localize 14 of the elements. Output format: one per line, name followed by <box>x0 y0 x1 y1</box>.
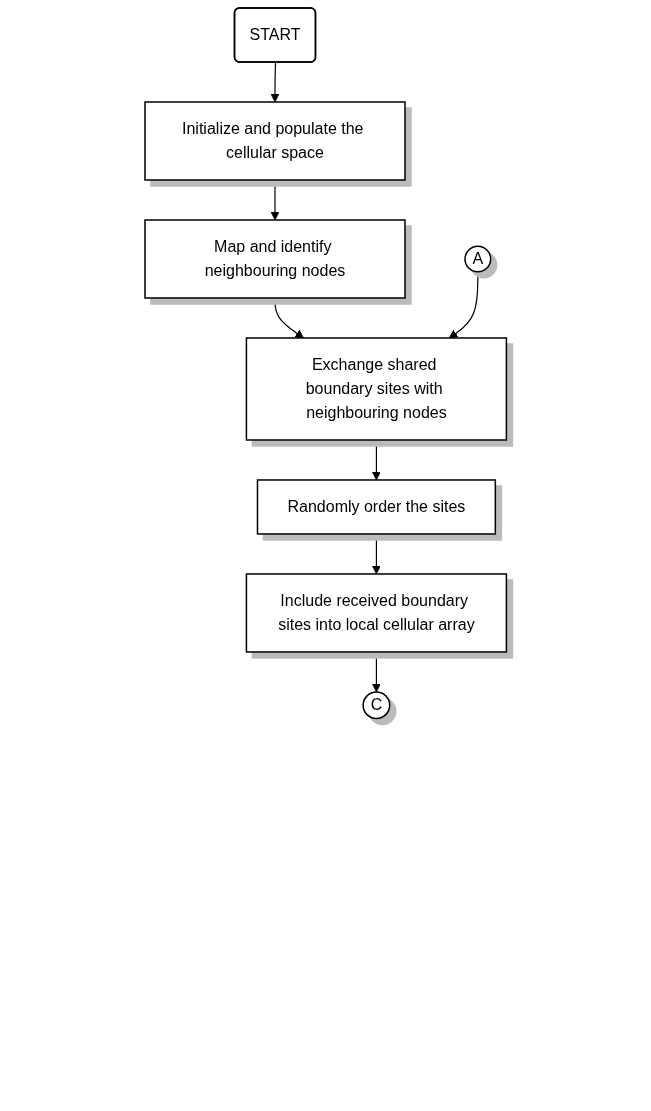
node-box: Map and identify neighbouring nodes <box>144 219 406 299</box>
node-circle: A <box>464 245 492 273</box>
node-circle: C <box>362 691 391 720</box>
node-box: Include received boundary sites into local cellular array <box>245 573 507 653</box>
arrow <box>371 651 381 693</box>
node-box: Randomly order the sites <box>256 479 496 535</box>
arrow <box>270 179 280 221</box>
arrow <box>270 61 280 103</box>
arrow <box>274 297 304 339</box>
node-box: Initialize and populate the cellular space <box>144 101 406 181</box>
arrow <box>371 439 381 481</box>
node-box: Exchange shared boundary sites with neighbouring nodes <box>245 337 507 441</box>
arrow <box>448 271 479 339</box>
arrow <box>371 533 381 575</box>
